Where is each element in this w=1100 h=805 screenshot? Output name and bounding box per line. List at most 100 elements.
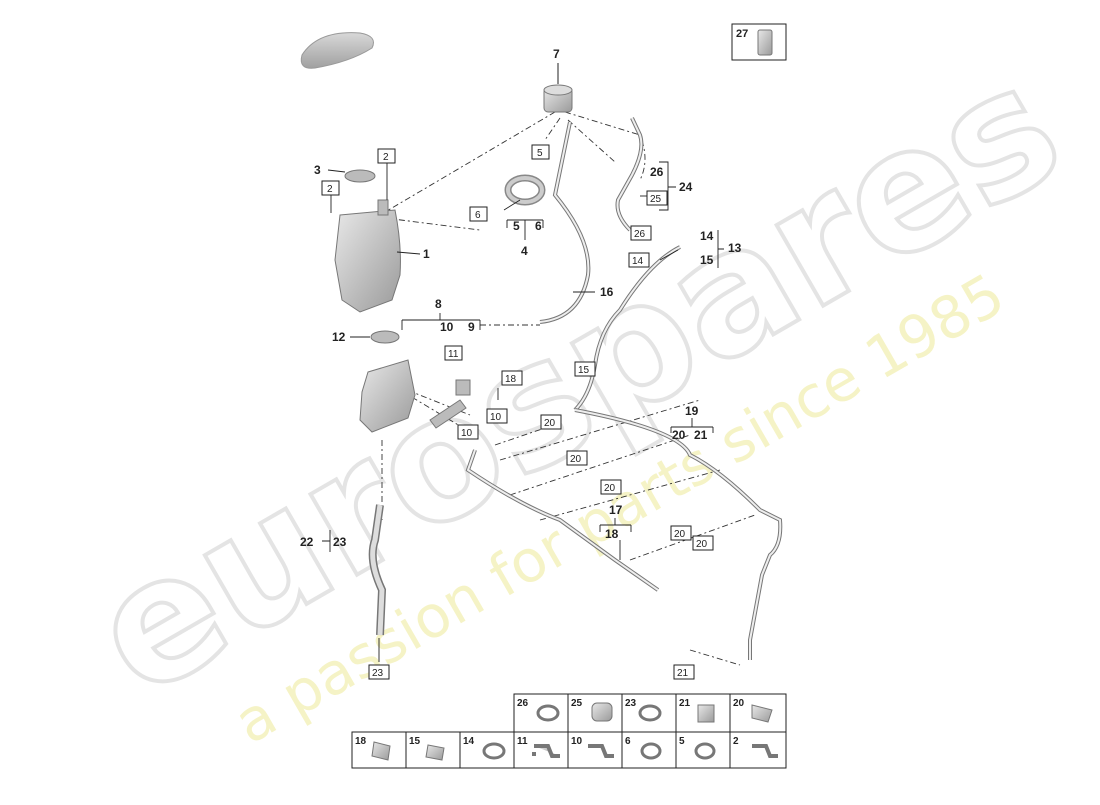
cap-12 — [370, 330, 400, 344]
holder-icon — [751, 704, 773, 723]
legend-11: 11 — [517, 736, 528, 747]
legend-row-1: 26 25 23 21 20 — [513, 693, 787, 733]
legend-26: 26 — [517, 698, 529, 709]
callout-8: 8 — [435, 297, 442, 311]
callout-4: 4 — [521, 244, 528, 258]
svg-text:20: 20 — [570, 454, 582, 465]
box-14b: 14 — [628, 252, 650, 268]
legend-21: 21 — [679, 698, 691, 709]
callout-23: 23 — [333, 535, 347, 549]
box-18b: 18 — [501, 370, 523, 386]
box-23b: 23 — [368, 664, 390, 680]
callout-7: 7 — [553, 47, 560, 61]
callout-15: 15 — [700, 253, 714, 267]
svg-text:10: 10 — [461, 428, 473, 439]
callout-13: 13 — [728, 241, 742, 255]
svg-text:23: 23 — [372, 668, 384, 679]
legend-table: 26 25 23 21 20 18 15 14 11 10 6 5 — [351, 693, 787, 769]
legend-2: 2 — [733, 736, 739, 747]
screw-icon-2 — [752, 744, 778, 758]
legend-15: 15 — [409, 736, 421, 747]
callout-19: 19 — [685, 404, 699, 418]
svg-text:2: 2 — [327, 184, 333, 195]
svg-text:11: 11 — [448, 349, 459, 360]
legend-10: 10 — [571, 736, 583, 747]
legend-6: 6 — [625, 736, 631, 747]
box-20a: 20 — [540, 414, 562, 430]
part-1-reservoir — [334, 169, 401, 313]
clip-icon-18 — [371, 741, 391, 761]
legend-25: 25 — [571, 698, 583, 709]
svg-text:20: 20 — [604, 483, 616, 494]
box-20d: 20 — [670, 525, 692, 541]
svg-text:26: 26 — [634, 229, 646, 240]
callout-5b: 5 — [513, 219, 520, 233]
callout-16: 16 — [600, 285, 614, 299]
legend-20: 20 — [733, 698, 745, 709]
part-7-pump — [543, 63, 573, 113]
box-15b: 15 — [574, 361, 596, 377]
svg-text:25: 25 — [650, 194, 662, 205]
legend-23: 23 — [625, 698, 637, 709]
watermark-brand: eurospares — [62, 27, 1092, 736]
clamp-icon-14 — [482, 742, 506, 760]
callout-17: 17 — [609, 503, 623, 517]
callout-6b: 6 — [535, 219, 542, 233]
callout-27: 27 — [736, 28, 748, 40]
callout-20f: 20 — [672, 428, 686, 442]
svg-text:18: 18 — [505, 374, 517, 385]
clamp-icon-5 — [694, 742, 716, 760]
callout-leaders — [322, 161, 724, 662]
box-6: 6 — [469, 206, 488, 222]
watermark: eurospares a passion for parts since 198… — [60, 25, 1094, 758]
callout-24: 24 — [679, 180, 693, 194]
callout-14: 14 — [700, 229, 714, 243]
callouts-boxed: 2 2 5 6 25 26 14 11 18 15 10 10 20 20 20… — [321, 144, 714, 680]
box-26b: 26 — [630, 225, 652, 241]
callout-1: 1 — [423, 247, 430, 261]
box-11: 11 — [444, 345, 463, 361]
cover-part — [300, 32, 374, 69]
box-10b: 10 — [486, 408, 508, 424]
svg-text:14: 14 — [632, 256, 644, 267]
callout-22: 22 — [300, 535, 314, 549]
box-21b: 21 — [673, 664, 695, 680]
cap-3 — [344, 169, 376, 183]
callout-3: 3 — [314, 163, 321, 177]
callout-9: 9 — [468, 320, 475, 334]
svg-text:21: 21 — [677, 668, 689, 679]
hose-lines — [368, 117, 783, 660]
svg-text:20: 20 — [674, 529, 686, 540]
svg-text:15: 15 — [578, 365, 590, 376]
clamp-icon — [536, 704, 560, 722]
screw-icon-10 — [588, 744, 614, 758]
part-27-box: 27 — [731, 23, 787, 61]
box-20e: 20 — [692, 535, 714, 551]
clamp-icon-2 — [638, 704, 662, 722]
legend-14: 14 — [463, 736, 475, 747]
box-20c: 20 — [600, 479, 622, 495]
svg-text:20: 20 — [544, 418, 556, 429]
box-5: 5 — [531, 144, 550, 160]
callout-10: 10 — [440, 320, 454, 334]
box-10c: 10 — [457, 424, 479, 440]
legend-row-2: 18 15 14 11 10 6 5 2 — [351, 731, 787, 769]
part-8-reservoir — [359, 330, 471, 433]
callouts-plain: 7 3 1 5 6 4 26 24 14 13 15 16 8 10 9 12 … — [300, 47, 742, 549]
box-2b: 2 — [321, 180, 340, 196]
clamp-icon-6 — [640, 742, 662, 760]
fluid-bottle-icon — [757, 29, 773, 56]
svg-text:20: 20 — [696, 539, 708, 550]
clip-icon — [697, 704, 715, 723]
callout-26: 26 — [650, 165, 664, 179]
box-20b: 20 — [566, 450, 588, 466]
svg-text:10: 10 — [490, 412, 502, 423]
callout-21: 21 — [694, 428, 708, 442]
svg-text:5: 5 — [537, 148, 543, 159]
legend-5: 5 — [679, 736, 685, 747]
box-25: 25 — [646, 190, 668, 206]
callout-18: 18 — [605, 527, 619, 541]
svg-text:6: 6 — [475, 210, 481, 221]
